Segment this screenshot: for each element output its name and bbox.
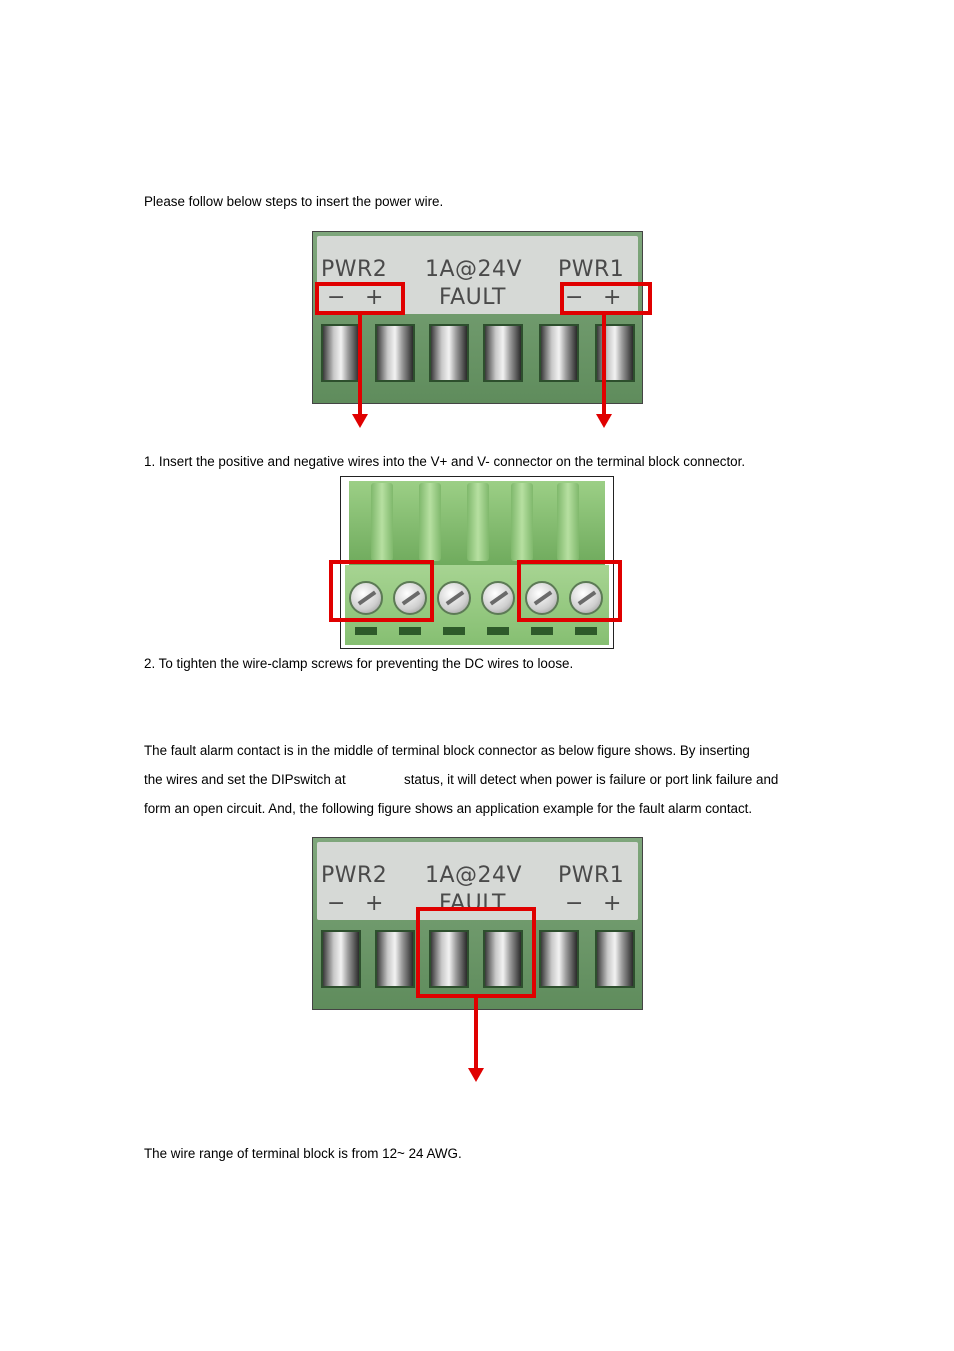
fault-para-line2a: the wires and set the DIPswitch at [144,772,346,787]
terminal-slot [375,324,415,382]
rating-label: 1A@24V [425,257,523,282]
pwr1-minus-label: − [565,891,584,916]
fault-para-line2b: status, it will detect when power is fai… [404,772,779,787]
screw-icon [525,581,559,615]
pwr2-plus-label: + [365,891,384,916]
plug-rib [557,483,579,561]
step2-text: 2. To tighten the wire-clamp screws for … [144,656,574,671]
terminal-block-photo-fault: PWR2 1A@24V PWR1 − + FAULT − + [312,837,643,1010]
plug-rib [371,483,393,561]
rating-label: 1A@24V [425,863,523,888]
plug-rib [511,483,533,561]
pwr2-minus-label: − [327,285,346,310]
step1-text: 1. Insert the positive and negative wire… [144,454,746,469]
terminal-slot [539,324,579,382]
fault-label: FAULT [439,891,506,916]
pwr2-highlight-box [315,282,405,315]
arrow-down-icon [596,414,612,428]
pwr1-label: PWR1 [558,257,625,282]
pwr1-minus-label: − [565,285,584,310]
screw-icon [437,581,471,615]
arrow-down-icon [468,1068,484,1082]
fault-highlight-box [416,907,536,998]
terminal-slot [429,324,469,382]
pwr1-highlight-box [560,282,652,315]
terminal-slot [539,930,579,988]
pwr1-plus-label: + [603,285,622,310]
terminal-slot [595,930,635,988]
plug-rib [419,483,441,561]
fault-para-line1: The fault alarm contact is in the middle… [144,743,750,758]
pwr1-label: PWR1 [558,863,625,888]
wire-hole [443,627,465,635]
wire-range-text: The wire range of terminal block is from… [144,1146,462,1161]
pwr2-label: PWR2 [321,257,388,282]
screw-icon [349,581,383,615]
arrow-line-pwr2 [358,314,362,416]
wire-hole [487,627,509,635]
screw-icon [481,581,515,615]
pwr2-label: PWR2 [321,863,388,888]
screw-icon [569,581,603,615]
terminal-slot [321,324,361,382]
fault-para-line3: form an open circuit. And, the following… [144,801,753,816]
plug-rib [467,483,489,561]
wire-hole [531,627,553,635]
wire-hole [575,627,597,635]
pwr1-plus-label: + [603,891,622,916]
fault-label: FAULT [439,285,506,310]
terminal-slot [321,930,361,988]
terminal-slot [483,930,523,988]
wire-hole [399,627,421,635]
right-screws-highlight-box [517,560,622,622]
arrow-line-fault [474,997,478,1069]
terminal-slot [595,324,635,382]
arrow-down-icon [352,414,368,428]
label-strip [317,236,638,314]
terminal-slot [375,930,415,988]
intro-text: Please follow below steps to insert the … [144,194,444,209]
screw-icon [393,581,427,615]
plug-base [345,565,609,645]
arrow-line-pwr1 [602,314,606,416]
pwr2-plus-label: + [365,285,384,310]
left-screws-highlight-box [329,560,434,622]
pwr2-minus-label: − [327,891,346,916]
terminal-block-photo-power: PWR2 1A@24V PWR1 − + FAULT − + [312,231,643,404]
terminal-slot [429,930,469,988]
terminal-slot [483,324,523,382]
wire-hole [355,627,377,635]
